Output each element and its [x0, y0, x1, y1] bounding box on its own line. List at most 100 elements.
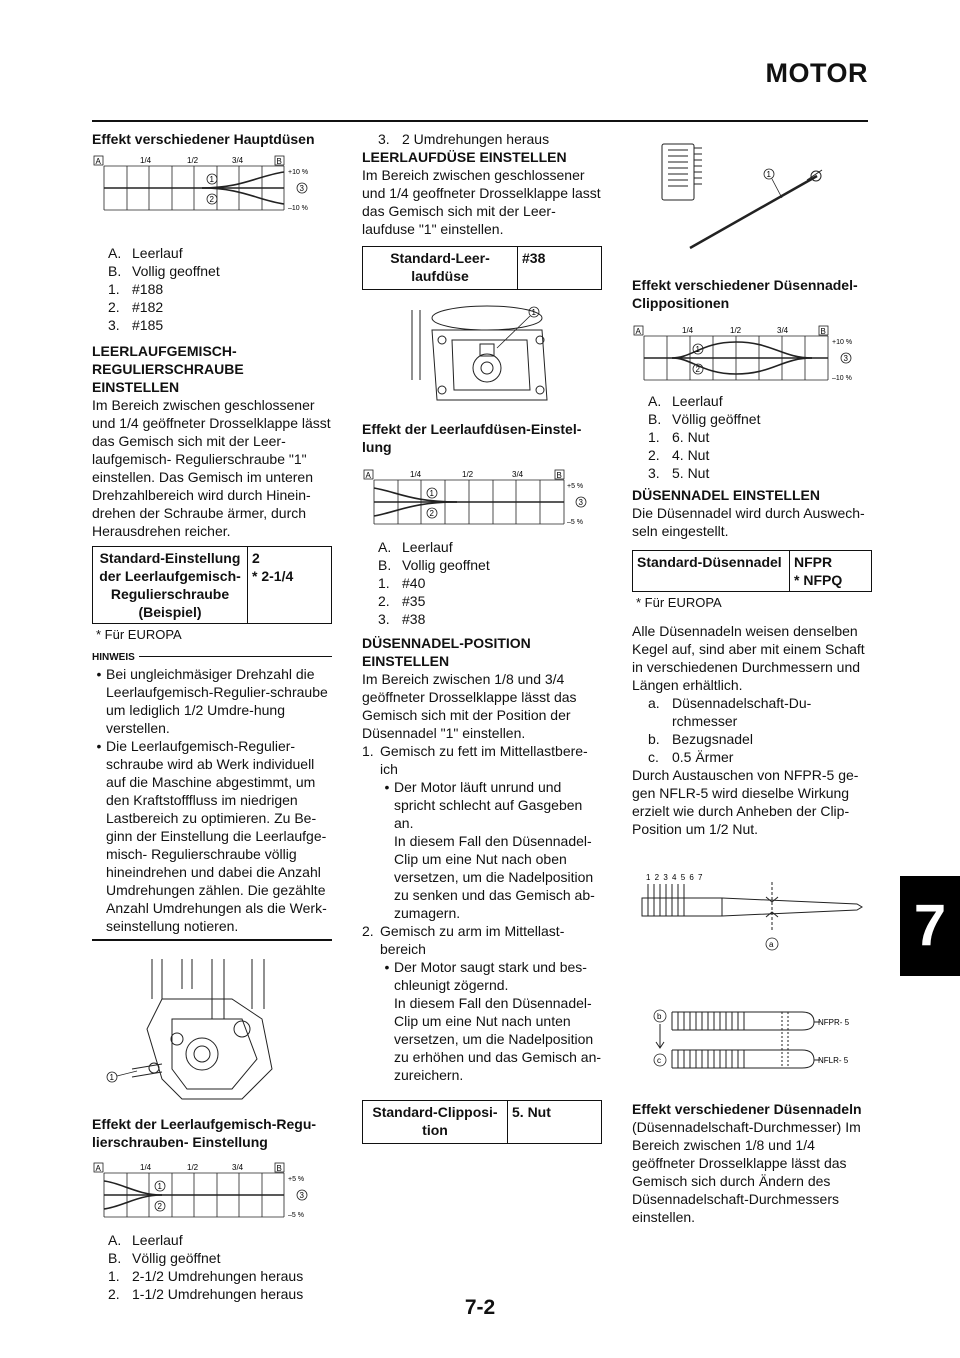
list-item: A.Leerlauf — [108, 245, 183, 261]
bullet-item: •Bei ungleichmäsiger Drehzahl die Leerla… — [96, 666, 328, 736]
graph-label-b: B — [557, 471, 562, 480]
list-item: B.Vollig geoffnet — [378, 557, 490, 573]
label-nfpr: NFPR- 5 — [818, 1018, 850, 1027]
graph-label-a: A — [366, 471, 372, 480]
heading-idle-screw: LEERLAUFGEMISCH-REGULIERSCHRAUBE EINSTEL… — [92, 343, 244, 395]
curve-label-2: 2 — [430, 509, 435, 518]
paragraph-needle-types: Alle Düsennadeln weisen denselben Kegel … — [632, 623, 865, 693]
table-idle-screw: Standard-Einstellung der Leerlaufgemisch… — [92, 546, 332, 624]
label-b: b — [657, 1012, 662, 1021]
list-item: A.Leerlauf — [108, 1232, 183, 1248]
graph-label-a: A — [96, 1164, 102, 1173]
graph-plus: +5 % — [288, 1176, 304, 1183]
list-item: B.Völlig geöffnet — [648, 411, 761, 427]
needle-legend: a.Düsennadelschaft-Du-rchmesser b.Bezugs… — [632, 694, 872, 766]
graph-tick-1-2: 1/2 — [462, 470, 474, 479]
list-item: B.Vollig geoffnet — [108, 263, 220, 279]
curve-label-1: 1 — [158, 1182, 163, 1191]
legend-pilot-jet: A.Leerlauf B.Vollig geoffnet 1.#40 2.#35… — [362, 538, 602, 628]
graph-label-b: B — [277, 1164, 282, 1173]
paragraph-needle-position: Im Bereich zwischen 1/8 und 3/4 geöffnet… — [362, 671, 577, 741]
list-item: 2.4. Nut — [648, 447, 710, 463]
paragraph-idle-screw: Im Bereich zwischen geschlossener und 1/… — [92, 397, 331, 539]
heading-pilot-jet-effect: Effekt der Leerlaufdüsen-Einstel-lung — [362, 421, 582, 455]
label-nflr: NFLR- 5 — [818, 1056, 849, 1065]
paragraph-pilot-jet: Im Bereich zwischen geschlossener und 1/… — [362, 167, 601, 237]
list-item: b.Bezugsnadel — [648, 731, 753, 747]
list-item: 3.5. Nut — [648, 465, 710, 481]
list-item: 2.#182 — [108, 299, 164, 315]
graph-tick-3-4: 3/4 — [512, 470, 524, 479]
list-item: 1.#188 — [108, 281, 164, 297]
graph-minus: –10 % — [288, 205, 308, 212]
legend-main-jets: A.Leerlauf B.Vollig geoffnet 1.#188 2.#1… — [92, 244, 332, 334]
list-item: A.Leerlauf — [648, 393, 723, 409]
graph-tick-1-2: 1/2 — [187, 1163, 199, 1172]
graph-tick-1-4: 1/4 — [410, 470, 422, 479]
paragraph-needle-exchange: Durch Austauschen von NFPR-5 ge-gen NFLR… — [632, 767, 859, 837]
graph-label-a: A — [636, 327, 642, 336]
graph-tick-1-4: 1/4 — [140, 156, 152, 165]
graph-main-jets: A B 1/4 1/2 3/4 1 2 3 +10 % –10 % — [93, 155, 308, 212]
figure-jet-needle: 1 — [661, 143, 823, 250]
legend-clip-positions: A.Leerlauf B.Völlig geöffnet 1.6. Nut 2.… — [632, 392, 872, 482]
curve-label-3: 3 — [579, 498, 584, 507]
graph-label-b: B — [821, 327, 826, 336]
column-3: 1 Effekt verschiedener Düsennadel-Clippo… — [632, 130, 872, 1226]
heading-idle-screw-effect: Effekt der Leerlaufgemisch-Regu-lierschr… — [92, 1116, 317, 1150]
list-item: B.Völlig geöffnet — [108, 1250, 221, 1266]
curve-label-3: 3 — [300, 184, 305, 193]
curve-label-2: 2 — [158, 1202, 163, 1211]
hinweis-label: HINWEIS — [92, 649, 139, 667]
figure-needle-diameter: 1 2 3 4 5 6 7 a b c NFPR- 5 NFLR- 5 — [641, 873, 863, 1069]
graph-idle-screw: A B 1/4 1/2 3/4 1 2 3 +5 % –5 % — [93, 1162, 308, 1219]
page-title: MOTOR — [765, 58, 868, 88]
figure-label-1: 1 — [767, 170, 772, 179]
heading-needle-position: DÜSENNADEL-POSITION EINSTELLEN — [362, 635, 531, 669]
list-item: A.Leerlauf — [378, 539, 453, 555]
figure-pilot-jet: 1 — [411, 305, 548, 401]
graph-plus: +10 % — [288, 169, 308, 176]
list-item: c.0.5 Ärmer — [648, 749, 734, 765]
graph-tick-3-4: 3/4 — [232, 156, 244, 165]
groove-numbers: 1 2 3 4 5 6 7 — [646, 873, 703, 882]
hinweis-box: HINWEIS •Bei ungleichmäsiger Drehzahl di… — [92, 649, 332, 941]
graph-plus: +10 % — [832, 339, 852, 346]
curve-label-1: 1 — [696, 345, 701, 354]
list-item: 3.2 Umdrehungen heraus — [378, 131, 550, 147]
graph-tick-1-4: 1/4 — [140, 1163, 152, 1172]
curve-label-3: 3 — [300, 1191, 305, 1200]
graph-label-a: A — [96, 157, 102, 166]
table-footnote: * Für EUROPA — [636, 595, 722, 610]
bullet-item: •Die Leerlaufgemisch-Regulier-schraube w… — [96, 738, 327, 934]
step-item: 1. Gemisch zu fett im Mittellastbere-ich… — [362, 743, 595, 921]
curve-label-1: 1 — [430, 489, 435, 498]
heading-pilot-jet: LEERLAUFDÜSE EINSTELLEN — [362, 149, 567, 165]
list-item: 3.#38 — [378, 611, 426, 627]
list-item: 1.2-1/2 Umdrehungen heraus — [108, 1268, 304, 1284]
table-clip-position: Standard-Clipposi-tion 5. Nut — [362, 1100, 602, 1144]
graph-plus: +5 % — [567, 483, 583, 490]
column-1: Effekt verschiedener Hauptdüsen A B 1/4 … — [92, 130, 332, 1303]
label-c: c — [657, 1056, 661, 1065]
page-number: 7-2 — [464, 1296, 496, 1319]
list-item: a.Düsennadelschaft-Du-rchmesser — [648, 695, 812, 729]
list-item: 1.6. Nut — [648, 429, 710, 445]
list-item: 1.#40 — [378, 575, 426, 591]
graph-tick-3-4: 3/4 — [777, 326, 789, 335]
table-standard-needle: Standard-Düsennadel NFPR* NFPQ — [632, 550, 872, 592]
heading-needle-adjust: DÜSENNADEL EINSTELLEN — [632, 487, 820, 503]
label-a: a — [769, 940, 774, 949]
graph-pilot-jet: A B 1/4 1/2 3/4 1 2 3 +5 % –5 % — [363, 469, 587, 526]
paragraph-needle-adjust: Die Düsennadel wird durch Auswech-seln e… — [632, 505, 865, 539]
curve-label-2: 2 — [696, 365, 701, 374]
figure-label-1: 1 — [532, 308, 537, 317]
table-pilot-jet: Standard-Leer-laufdüse #38 — [362, 246, 602, 290]
figure-idle-screw: 1 — [106, 959, 273, 1100]
graph-label-b: B — [277, 157, 282, 166]
curve-label-2: 2 — [210, 195, 215, 204]
table-footnote: * Für EUROPA — [96, 627, 182, 642]
list-item: 2.1-1/2 Umdrehungen heraus — [108, 1286, 304, 1302]
graph-tick-1-4: 1/4 — [682, 326, 694, 335]
chapter-tab: 7 — [900, 876, 960, 976]
